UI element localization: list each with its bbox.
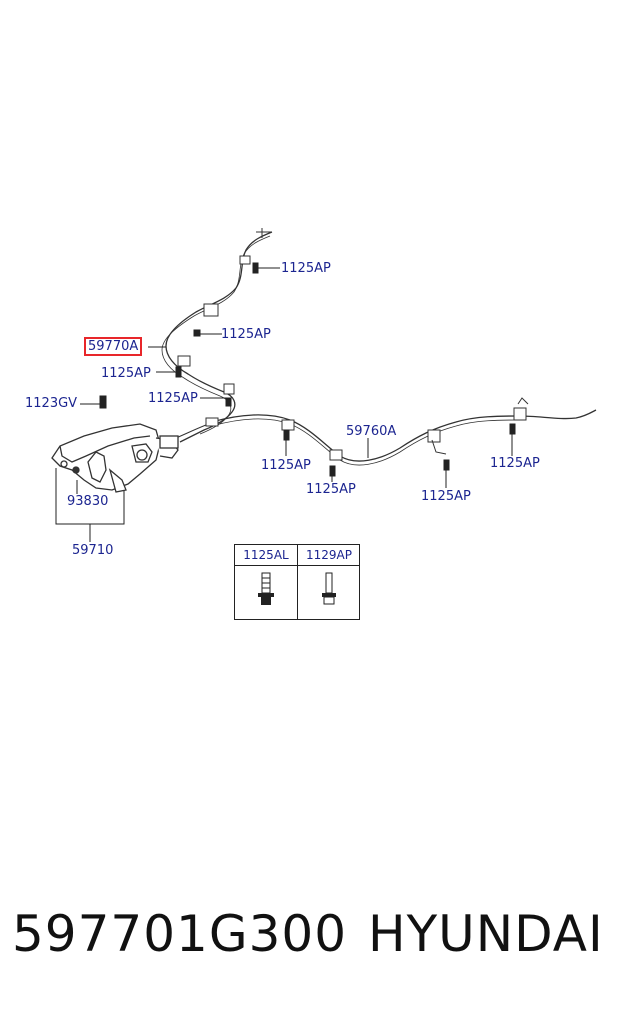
callout-1125ap-top: 1125AP	[281, 261, 331, 276]
bolt-flange-icon	[258, 572, 274, 605]
callout-93830: 93830	[67, 494, 109, 509]
callout-1125ap-right-b: 1125AP	[490, 456, 540, 471]
callout-1125ap-right-a: 1125AP	[421, 489, 471, 504]
footer-part-number: 597701G300	[12, 905, 348, 963]
callout-59770a-highlighted[interactable]: 59770A	[84, 337, 143, 356]
callout-1125ap-mid-a: 1125AP	[261, 458, 311, 473]
bolt-hex-icon	[322, 572, 336, 605]
fastener-legend-table: 1125AL 1129AP	[234, 544, 360, 620]
callout-1123gv: 1123GV	[25, 396, 78, 411]
leader-lines	[55, 267, 513, 542]
callout-1125ap-left-b: 1125AP	[148, 391, 198, 406]
cable-clips	[177, 255, 529, 461]
callout-59710: 59710	[72, 543, 114, 558]
legend-header-1125al: 1125AL	[235, 545, 297, 566]
parking-lever-assy	[51, 423, 179, 493]
callout-59760a: 59760A	[346, 424, 397, 439]
callout-1125ap-left-a: 1125AP	[101, 366, 151, 381]
legend-col-1125al: 1125AL	[235, 545, 298, 619]
footer-brand: HYUNDAI	[368, 905, 604, 963]
front-cable-59770a	[161, 228, 273, 443]
callout-1125ap-upper: 1125AP	[221, 327, 271, 342]
legend-header-1129ap: 1129AP	[298, 545, 360, 566]
callout-1125ap-mid-b: 1125AP	[306, 482, 356, 497]
legend-col-1129ap: 1129AP	[298, 545, 360, 619]
